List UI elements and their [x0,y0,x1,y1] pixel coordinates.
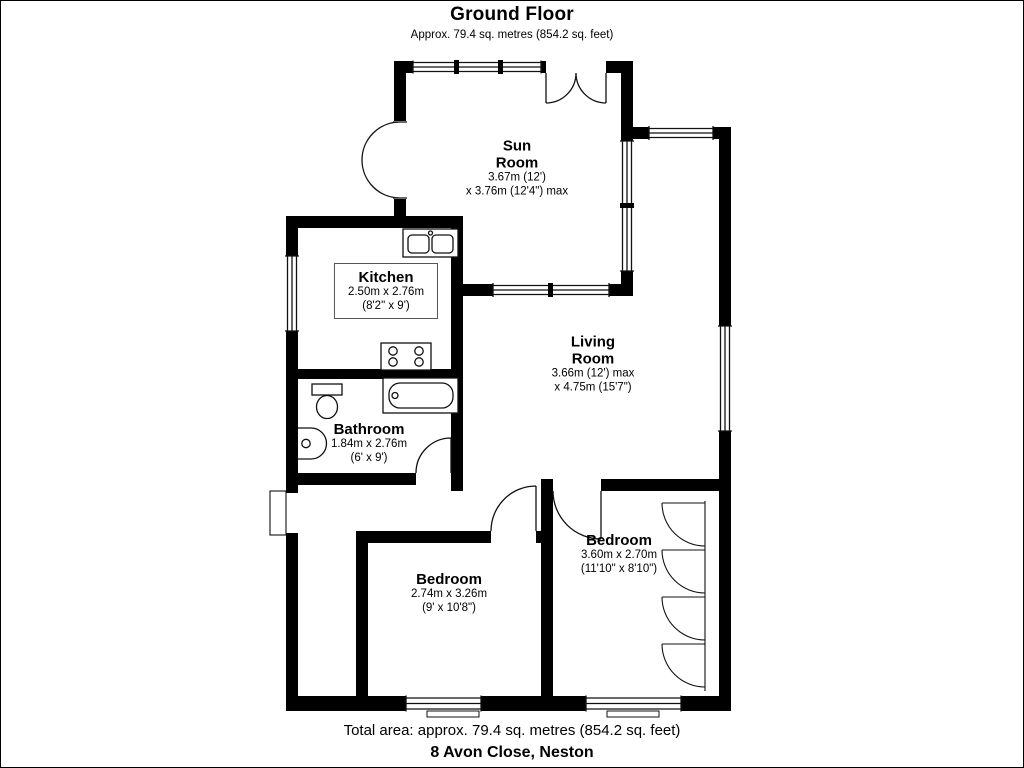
front-door-step [269,490,287,536]
room-label-kitchen: Kitchen 2.50m x 2.76m (8'2" x 9') [333,263,439,319]
address-text: 8 Avon Close, Neston [430,744,594,761]
doors-layer [269,72,706,691]
bathtub-icon [382,377,459,414]
room-dims: 3.67m (12') [488,171,546,184]
room-dims: x 4.75m (15'7") [554,381,632,393]
door-arc-sunroom-double [545,72,607,104]
window-sill [606,710,660,718]
window-top-right [648,126,714,140]
window-sill [426,710,480,718]
room-dims: (9' x 10'8") [422,601,476,614]
room-dims: 2.50m x 2.76m [347,286,425,298]
room-label-living-room: Living Room 3.66m (12') max x 4.75m (15'… [552,334,635,395]
mullions-layer [454,60,634,297]
room-name: Bedroom [586,532,652,549]
window-kitchen-left [285,255,299,332]
room-name: Living Room [570,333,616,368]
room-dims: x 3.76m (12'4") max [465,185,569,197]
door-arc-sunroom-french [361,121,407,199]
room-label-bedroom-middle: Bedroom 2.74m x 3.26m (9' x 10'8") [411,571,487,615]
room-name: Bathroom [333,421,405,438]
door-arc-bedroom-middle [490,485,537,532]
window-bedroom-right [585,695,682,712]
room-dims: 3.60m x 2.70m [580,549,658,561]
room-dims: 2.74m x 3.26m [410,588,488,600]
door-arc-bedroom-right [552,490,602,540]
page-subtitle: Approx. 79.4 sq. metres (854.2 sq. feet) [410,29,614,41]
room-name: Sun Room [495,137,539,172]
toilet-icon [311,383,343,420]
room-dims: 1.84m x 2.76m [330,438,408,450]
room-name: Kitchen [358,269,414,286]
wardrobe-doors [661,501,706,691]
room-dims: 3.66m (12') max [551,367,635,380]
room-label-bathroom: Bathroom 1.84m x 2.76m (6' x 9') [331,421,407,465]
window-living-right [718,325,732,432]
fixtures-layer [298,228,459,460]
room-dims: (6' x 9') [350,451,388,464]
room-label-bedroom-right: Bedroom 3.60m x 2.70m (11'10" x 8'10") [581,532,657,576]
room-dims: (11'10" x 8'10") [580,562,658,575]
door-arc-bathroom [415,437,452,474]
hob-icon [380,342,432,371]
room-label-sun-room: Sun Room 3.67m (12') x 3.76m (12'4") max [466,138,568,199]
window-bedroom-middle [405,695,482,712]
window-sunroom-top [412,60,542,74]
total-area-text: Total area: approx. 79.4 sq. metres (854… [343,722,681,739]
room-dims: (8'2" x 9') [362,299,410,312]
page-title: Ground Floor [450,4,574,25]
header: Ground Floor Approx. 79.4 sq. metres (85… [1,4,1023,41]
basin-icon [298,427,328,460]
kitchen-sink-icon [402,228,459,258]
room-name: Bedroom [416,571,482,588]
